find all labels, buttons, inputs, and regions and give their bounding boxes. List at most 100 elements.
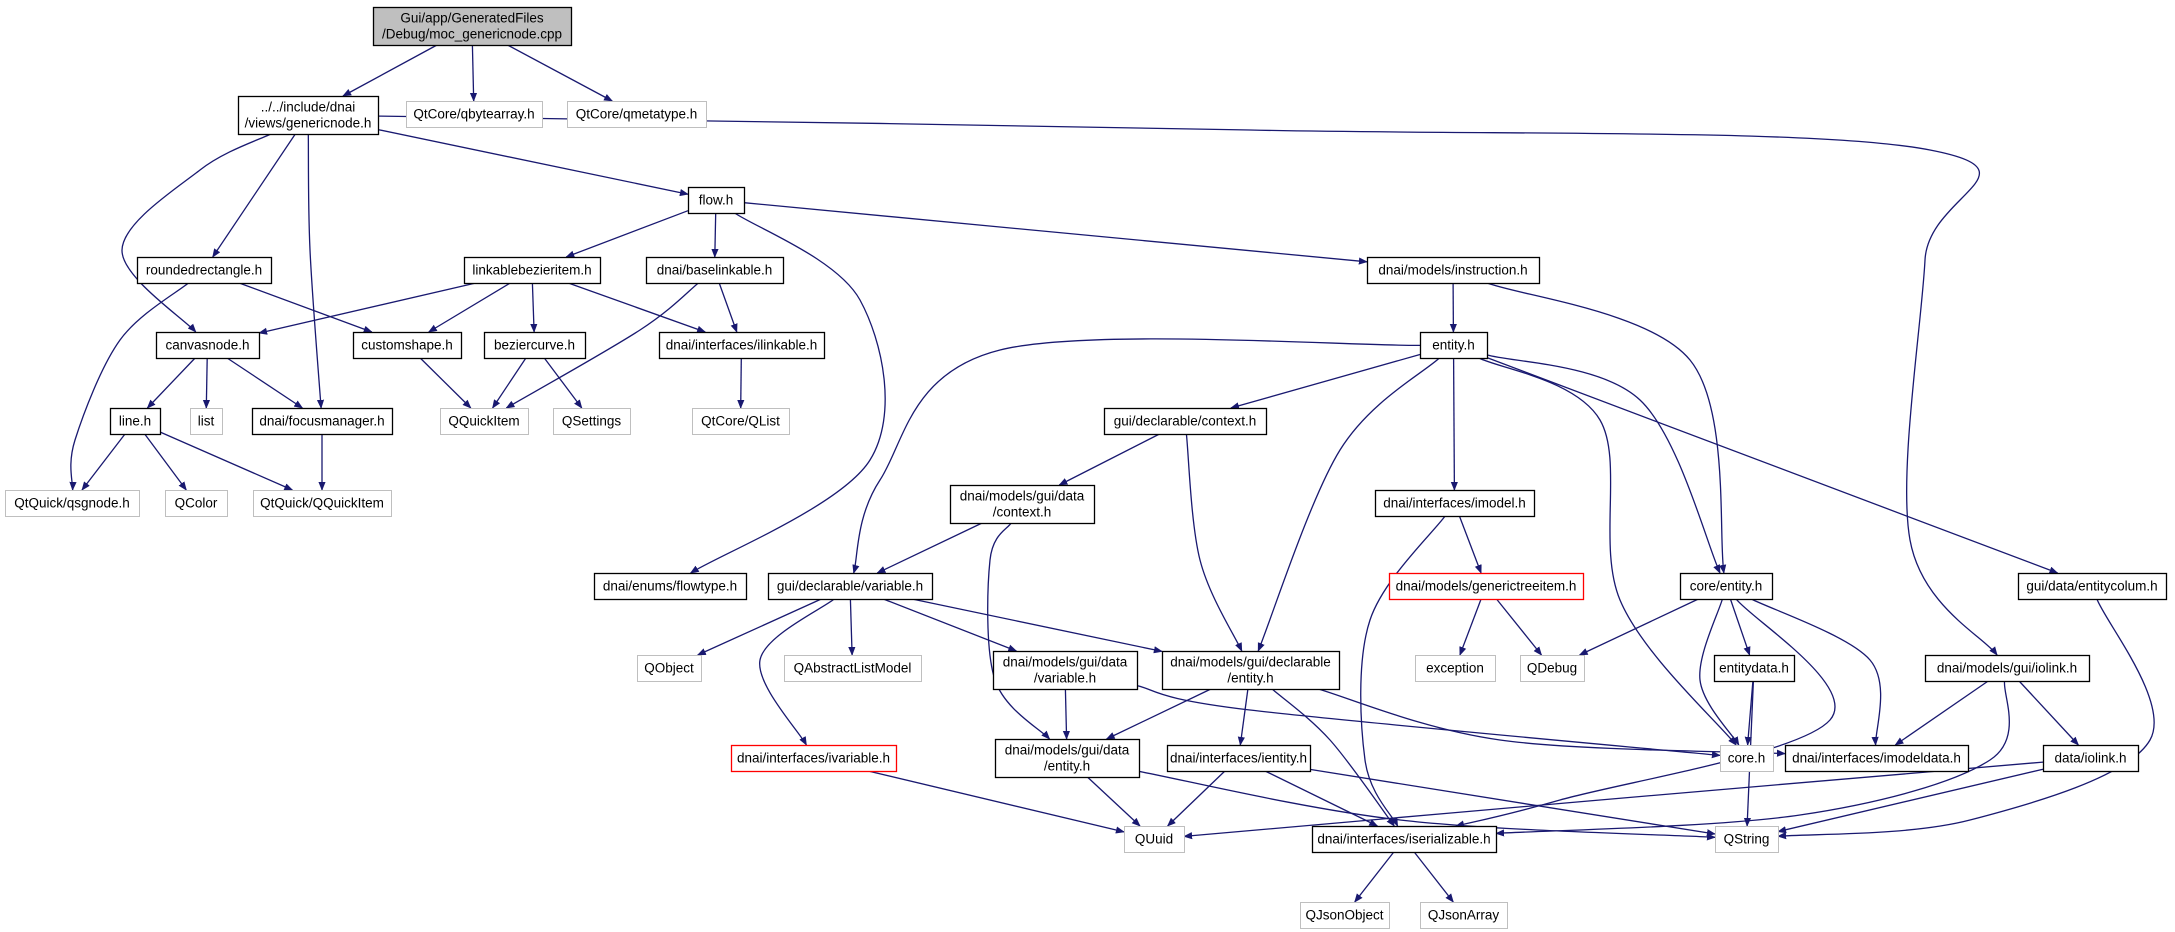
node-label: /context.h: [993, 505, 1052, 520]
node-imodeldata[interactable]: dnai/interfaces/imodeldata.h: [1784, 744, 1970, 773]
edge-variable_decl-to-entity_decl: [911, 598, 1163, 654]
node-label: dnai/models/generictreeitem.h: [1396, 579, 1577, 594]
node-qlist[interactable]: QtCore/QList: [692, 408, 790, 435]
node-qjsonobject[interactable]: QJsonObject: [1300, 902, 1390, 929]
node-variable-decl[interactable]: gui/declarable/variable.h: [767, 572, 934, 601]
node-flow[interactable]: flow.h: [687, 186, 746, 215]
node-iserializable[interactable]: dnai/interfaces/iserializable.h: [1311, 825, 1498, 854]
node-box: [1103, 407, 1268, 436]
node-core-entity[interactable]: core/entity.h: [1679, 572, 1774, 601]
edge-line-to-qsgnode: [81, 433, 126, 491]
node-root[interactable]: Gui/app/GeneratedFiles/Debug/moc_generic…: [372, 6, 573, 47]
edge-root-to-qbytearray: [469, 44, 478, 102]
node-box: [593, 572, 748, 601]
node-label: QtQuick/QQuickItem: [260, 496, 384, 511]
node-entity-h[interactable]: entity.h: [1419, 331, 1489, 360]
node-beziercurve[interactable]: beziercurve.h: [483, 331, 587, 360]
node-line[interactable]: line.h: [109, 407, 162, 436]
node-label: dnai/models/gui/data: [960, 489, 1085, 504]
node-label: QUuid: [1135, 832, 1173, 847]
node-entitydata[interactable]: entitydata.h: [1713, 654, 1796, 683]
node-qobject[interactable]: QObject: [637, 655, 702, 682]
node-iolink-data[interactable]: data/iolink.h: [2042, 744, 2140, 773]
node-baselinkable[interactable]: dnai/baselinkable.h: [645, 256, 785, 285]
node-ientity[interactable]: dnai/interfaces/ientity.h: [1166, 744, 1312, 773]
edge-iserializable-to-qjsonarray: [1413, 851, 1454, 903]
node-label: /entity.h: [1227, 671, 1273, 686]
node-imodel[interactable]: dnai/interfaces/imodel.h: [1374, 489, 1536, 518]
node-qdebug[interactable]: QDebug: [1520, 655, 1585, 682]
node-variable-data[interactable]: dnai/models/gui/data/variable.h: [992, 650, 1139, 691]
node-label: QQuickItem: [448, 414, 519, 429]
edge-iolink_models-to-iolink_data: [2018, 680, 2080, 746]
node-qmetatype[interactable]: QtCore/qmetatype.h: [567, 101, 707, 128]
node-box: [1924, 654, 2091, 683]
node-label: dnai/baselinkable.h: [657, 263, 773, 278]
node-qtquick-qquickitem[interactable]: QtQuick/QQuickItem: [253, 490, 392, 517]
node-customshape[interactable]: customshape.h: [352, 331, 463, 360]
edge-entity_decl-to-ientity: [1237, 688, 1249, 746]
node-label: gui/declarable/context.h: [1114, 414, 1257, 429]
edge-line-to-qcolor: [144, 433, 187, 491]
node-list[interactable]: list: [190, 408, 223, 435]
node-qjsonarray[interactable]: QJsonArray: [1420, 902, 1508, 929]
node-entity-decl[interactable]: dnai/models/gui/declarable/entity.h: [1161, 650, 1341, 691]
node-exception[interactable]: exception: [1415, 655, 1496, 682]
node-label: /variable.h: [1034, 671, 1096, 686]
node-qcolor[interactable]: QColor: [165, 490, 228, 517]
node-box: [155, 331, 261, 360]
node-label: dnai/interfaces/ientity.h: [1170, 751, 1307, 766]
node-core-h[interactable]: core.h: [1720, 745, 1774, 772]
node-qabstractlistmodel[interactable]: QAbstractListModel: [784, 655, 922, 682]
node-qbytearray[interactable]: QtCore/qbytearray.h: [406, 101, 543, 128]
node-box: [1715, 826, 1779, 853]
edge-entity_data-to-quuid: [1086, 776, 1141, 827]
edge-iolink_models-to-imodeldata: [1894, 680, 1989, 746]
edge-baselinkable-to-ilinkable: [718, 282, 738, 333]
node-generictreeitem[interactable]: dnai/models/generictreeitem.h: [1388, 572, 1585, 601]
node-linkablebezieritem[interactable]: linkablebezieritem.h: [463, 256, 602, 285]
edge-ientity-to-quuid: [1166, 770, 1226, 827]
node-qquickitem-plain[interactable]: QQuickItem: [440, 408, 529, 435]
node-qsettings[interactable]: QSettings: [553, 408, 631, 435]
node-qsgnode[interactable]: QtQuick/qsgnode.h: [5, 490, 140, 517]
node-box: [553, 408, 631, 435]
node-iolink-models[interactable]: dnai/models/gui/iolink.h: [1924, 654, 2091, 683]
node-box: [109, 407, 162, 436]
node-entitycolum[interactable]: gui/data/entitycolum.h: [2017, 572, 2168, 601]
node-label: data/iolink.h: [2054, 751, 2126, 766]
edge-variable_decl-to-qabstractlistmodel: [848, 598, 856, 656]
node-ilinkable[interactable]: dnai/interfaces/ilinkable.h: [658, 331, 826, 360]
edge-genericnode-to-flow: [377, 128, 689, 197]
node-focusmanager[interactable]: dnai/focusmanager.h: [251, 407, 394, 436]
node-flowtype[interactable]: dnai/enums/flowtype.h: [593, 572, 748, 601]
node-box: [730, 744, 898, 773]
node-entity-data[interactable]: dnai/models/gui/data/entity.h: [994, 738, 1141, 779]
node-box: [237, 95, 380, 136]
node-box: [1166, 744, 1312, 773]
node-box: [994, 738, 1141, 779]
edge-canvasnode-to-list: [202, 357, 211, 409]
node-label: /Debug/moc_genericnode.cpp: [382, 27, 562, 42]
node-roundedrectangle[interactable]: roundedrectangle.h: [136, 256, 273, 285]
dependency-nodes: Gui/app/GeneratedFiles/Debug/moc_generic…: [5, 6, 2168, 929]
node-instruction[interactable]: dnai/models/instruction.h: [1366, 256, 1541, 285]
node-qstring[interactable]: QString: [1715, 826, 1779, 853]
node-box: [5, 490, 140, 517]
node-box: [1679, 572, 1774, 601]
node-context-decl[interactable]: gui/declarable/context.h: [1103, 407, 1268, 436]
node-canvasnode[interactable]: canvasnode.h: [155, 331, 261, 360]
node-quuid[interactable]: QUuid: [1124, 826, 1185, 853]
node-label: /views/genericnode.h: [245, 116, 372, 131]
node-box: [1161, 650, 1341, 691]
node-genericnode[interactable]: ../../include/dnai/views/genericnode.h: [237, 95, 380, 136]
node-box: [1374, 489, 1536, 518]
node-box: [1124, 826, 1185, 853]
edge-instruction-to-core_entity: [1486, 282, 1727, 574]
node-box: [1520, 655, 1585, 682]
node-ivariable[interactable]: dnai/interfaces/ivariable.h: [730, 744, 898, 773]
node-context-data[interactable]: dnai/models/gui/data/context.h: [949, 484, 1096, 525]
node-label: entitydata.h: [1719, 661, 1789, 676]
node-box: [1388, 572, 1585, 601]
node-box: [1366, 256, 1541, 285]
